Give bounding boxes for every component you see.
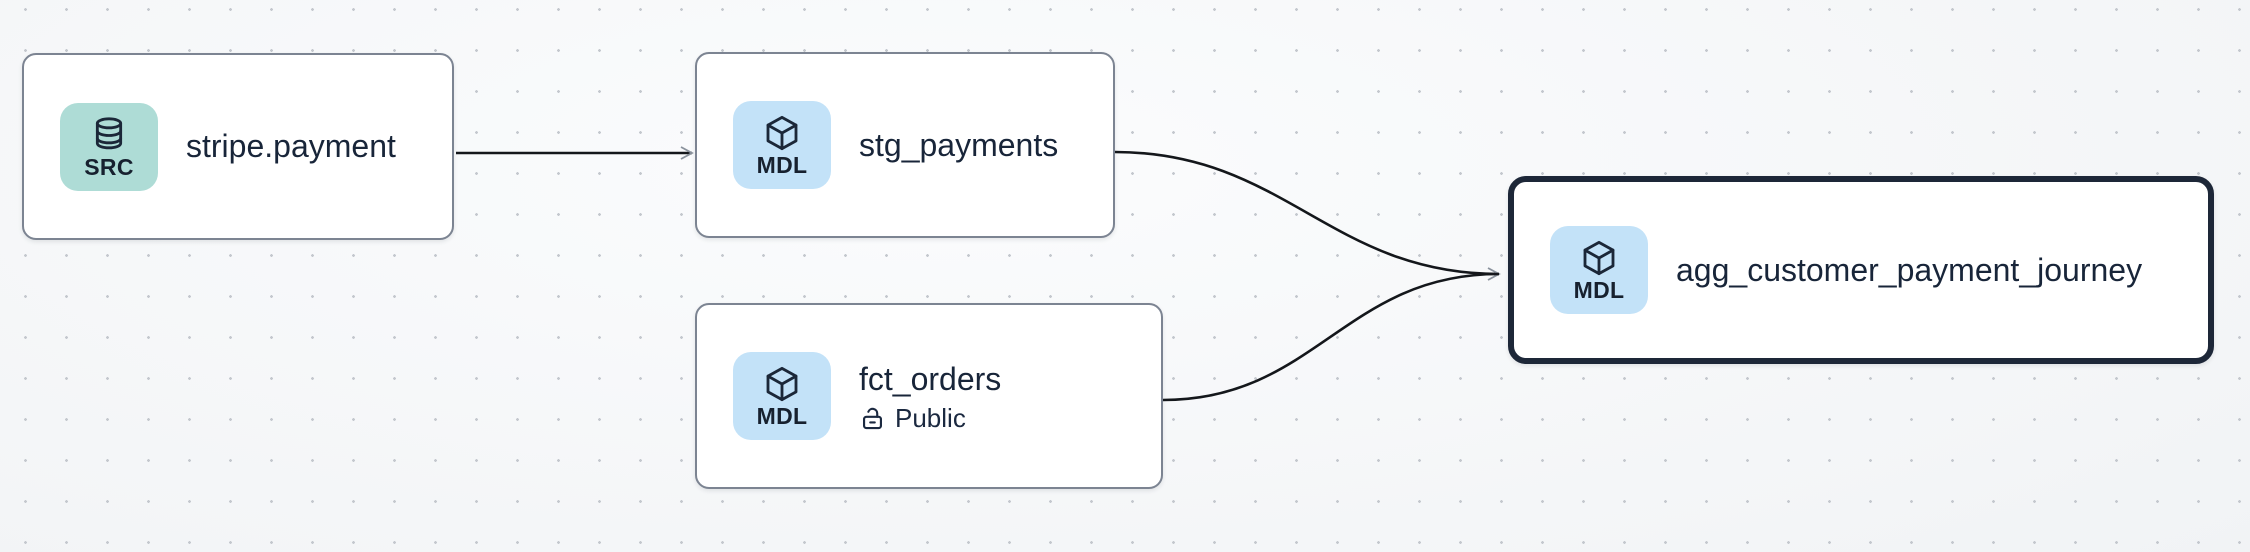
node-label: fct_orders xyxy=(859,361,1002,398)
lineage-node-fct-orders[interactable]: MDL fct_orders Public xyxy=(695,303,1163,489)
cube-icon xyxy=(1579,238,1619,278)
model-type-badge: MDL xyxy=(1550,226,1648,314)
database-icon xyxy=(89,115,129,155)
node-label: stripe.payment xyxy=(186,128,396,165)
model-type-badge: MDL xyxy=(733,101,831,189)
badge-label: SRC xyxy=(84,153,134,180)
unlock-icon xyxy=(859,405,886,432)
access-label: Public xyxy=(895,403,966,434)
badge-label: MDL xyxy=(1573,277,1625,303)
lineage-node-stg-payments[interactable]: MDL stg_payments xyxy=(695,52,1115,238)
node-label: stg_payments xyxy=(859,126,1059,163)
badge-label: MDL xyxy=(756,152,808,178)
edge-fct-orders-to-agg-customer-payment-journey xyxy=(1162,272,1500,402)
edge-stg-payments-to-agg-customer-payment-journey xyxy=(1114,150,1501,281)
cube-icon xyxy=(762,364,802,404)
lineage-node-stripe-payment[interactable]: SRC stripe.payment xyxy=(22,53,454,240)
badge-label: MDL xyxy=(756,403,808,429)
model-type-badge: MDL xyxy=(733,352,831,440)
cube-icon xyxy=(762,113,802,153)
lineage-node-agg-customer-payment-journey[interactable]: MDL agg_customer_payment_journey xyxy=(1508,176,2214,364)
node-label-block: fct_orders Public xyxy=(859,360,1001,431)
source-type-badge: SRC xyxy=(60,102,158,191)
node-label: agg_customer_payment_journey xyxy=(1676,251,2143,288)
access-row: Public xyxy=(859,405,1001,432)
